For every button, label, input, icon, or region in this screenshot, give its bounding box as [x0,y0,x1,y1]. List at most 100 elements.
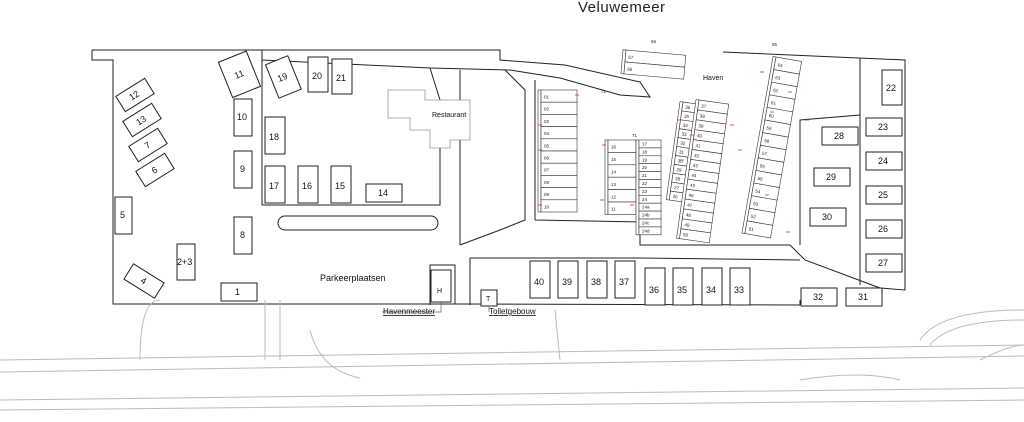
plot-label: 10 [237,112,247,122]
plot-10[interactable]: 10 [233,98,253,137]
berth-label: 12 [611,194,617,199]
plot-13[interactable]: 13 [122,102,162,138]
plot-36[interactable]: 36 [644,267,666,306]
berth-label: 31 [679,149,685,155]
berth-label: 20 [642,165,648,170]
harbour-label: Haven [703,75,723,82]
plot-16[interactable]: 16 [297,165,319,204]
berth-label: 19 [642,157,648,162]
berth-label: 48 [686,212,692,218]
plot-label: 9 [240,164,245,174]
toilet-marker: T [486,296,491,303]
parking-label: Parkeerplaatsen [320,273,386,283]
plot-26[interactable]: 26 [865,219,903,239]
plot-1[interactable]: 1 [220,282,258,302]
plot-label: 17 [269,181,279,191]
berth-label: 06 [544,156,550,161]
berth-label: 55 [757,176,763,182]
berth-label: 07 [544,168,550,173]
plot-label: 14 [378,188,388,198]
plot-32[interactable]: 32 [800,287,838,307]
plot-label: 6 [150,165,160,176]
berth-label: 63 [775,75,781,81]
jetty-header-66: 66 [651,39,657,44]
plot-27[interactable]: 27 [865,253,903,273]
plot-37[interactable]: 37 [614,260,636,299]
water-label: Veluwemeer [578,0,666,16]
boundary-south [113,300,801,306]
plot-2-3[interactable]: 2+3 [176,243,196,281]
berth-label: 18 [642,149,648,154]
plot-38[interactable]: 38 [586,260,608,299]
berth-label: 24d [642,228,650,233]
berth-label: 30 [677,158,683,164]
plot-18[interactable]: 18 [264,116,286,155]
plot-40[interactable]: 40 [529,260,551,299]
plot-39[interactable]: 39 [557,260,579,299]
berth-label: 24a [642,205,650,210]
berth-label: 26 [672,194,678,200]
plot-label: 31 [858,292,868,302]
plot-12[interactable]: 12 [115,77,155,113]
plot-label: 28 [834,131,844,141]
berth-51[interactable] [744,220,774,239]
plot-24[interactable]: 24 [865,151,903,171]
plot-7[interactable]: 7 [128,127,168,163]
plot-label: 13 [134,114,148,128]
plot-9[interactable]: 9 [233,150,253,189]
berth-66[interactable] [623,61,686,80]
plot-34[interactable]: 34 [701,267,723,306]
berth-label: 08 [544,180,550,185]
berth-10[interactable] [540,199,578,213]
restaurant-label: Restaurant [432,112,466,119]
berth-50[interactable] [679,228,711,244]
plot-label: 2+3 [177,257,192,267]
plot-35[interactable]: 35 [672,267,694,306]
berth-label: 02 [544,107,550,112]
berth-label: 46 [688,193,694,199]
plot-28[interactable]: 28 [821,126,859,146]
plot-8[interactable]: 8 [233,216,253,255]
plot-17[interactable]: 17 [264,165,286,204]
berth-label: 03 [544,119,550,124]
berth-label: 37 [701,103,707,109]
plot-22[interactable]: 22 [881,69,903,106]
internal-road [262,67,441,206]
plot-30[interactable]: 30 [809,207,847,227]
plot-label: 37 [619,277,629,287]
plot-29[interactable]: 29 [813,167,851,187]
plot-23[interactable]: 23 [865,117,903,137]
plot-15[interactable]: 15 [330,165,352,204]
plot-label: 29 [826,172,836,182]
plot-19[interactable]: 19 [264,55,302,99]
berth-label: 44 [691,173,697,179]
plot-6[interactable]: 6 [135,152,175,188]
jetty-header-72: 72 [601,89,607,94]
restaurant-building [387,89,471,149]
plot-31[interactable]: 31 [845,287,883,307]
berth-24d[interactable] [638,226,662,236]
plot-21[interactable]: 21 [331,58,353,95]
plot-11[interactable]: 11 [217,50,262,99]
berth-label: 38 [699,113,705,119]
plot-4[interactable]: 4 [123,263,165,299]
harbourmaster-marker: H [437,288,442,295]
plot-25[interactable]: 25 [865,185,903,205]
plot-label: 8 [240,230,245,240]
plot-33[interactable]: 33 [729,267,751,306]
plot-label: 21 [336,73,346,83]
plot-20[interactable]: 20 [307,56,329,93]
jetty-header-65: 65 [772,42,778,47]
plot-5[interactable]: 5 [114,196,133,235]
berth-label: 16 [611,145,617,150]
berth-label: 15 [611,157,617,162]
plot-14[interactable]: 14 [365,183,403,203]
east-road [799,58,861,285]
berth-label: 64 [777,62,783,68]
berth-label: 22 [642,181,648,186]
toilet-label: Toiletgebouw [489,307,536,316]
